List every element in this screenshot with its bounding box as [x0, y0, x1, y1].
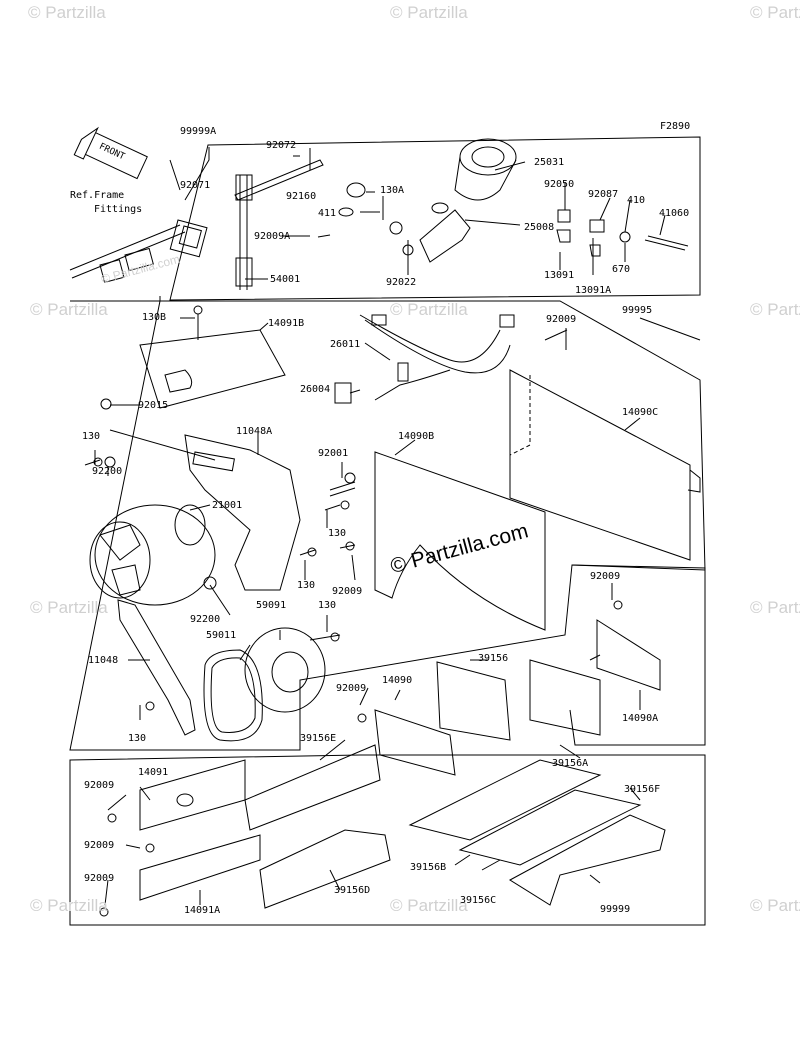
part-label[interactable]: 39156B	[410, 862, 447, 873]
watermark: © Partzilla	[390, 300, 468, 319]
part-label[interactable]: 130	[128, 733, 147, 744]
part-label[interactable]: 92009	[546, 314, 577, 325]
part-label[interactable]: 92009	[336, 683, 367, 694]
part-label[interactable]: 14090C	[622, 407, 659, 418]
front-arrow-icon	[73, 126, 148, 180]
part-label[interactable]: 92200	[92, 466, 123, 477]
part-label[interactable]: 14091B	[268, 318, 305, 329]
part-label[interactable]: 92200	[190, 614, 221, 625]
watermark: © Partzilla	[28, 3, 106, 22]
part-label[interactable]: 92009	[590, 571, 621, 582]
part-label[interactable]: 14090A	[622, 713, 659, 724]
part-label[interactable]: 92009A	[254, 231, 291, 242]
part-label[interactable]: 59011	[206, 630, 237, 641]
part-label[interactable]: 39156A	[552, 758, 589, 769]
part-label[interactable]: 25008	[524, 222, 555, 233]
part-label[interactable]: 21001	[212, 500, 243, 511]
part-label[interactable]: 130A	[380, 185, 405, 196]
part-label[interactable]: 11048A	[236, 426, 273, 437]
middle-panel-outline	[69, 296, 706, 751]
pulley-59091	[244, 627, 326, 713]
part-label[interactable]: 14090	[382, 675, 413, 686]
bracket-11048	[117, 599, 196, 736]
part-label[interactable]: 92050	[544, 179, 575, 190]
watermark: © Partzilla	[30, 598, 108, 617]
part-label[interactable]: 14091	[138, 767, 169, 778]
part-label[interactable]: 130	[318, 600, 337, 611]
watermark: © Partzilla	[30, 896, 108, 915]
part-label[interactable]: 11048	[88, 655, 119, 666]
watermark: © Partzilla	[750, 300, 800, 319]
part-label[interactable]: 99999A	[180, 126, 217, 137]
part-label[interactable]: 92009	[84, 840, 115, 851]
alternator-21001	[89, 504, 216, 606]
watermark: © Partzilla	[750, 598, 800, 617]
watermark: © Partzilla	[390, 3, 468, 22]
watermark: © Partzilla	[390, 896, 468, 915]
part-label[interactable]: 92071	[180, 180, 211, 191]
cover-14090B	[374, 451, 546, 631]
part-label[interactable]: 130	[297, 580, 316, 591]
part-label[interactable]: 92009	[332, 586, 363, 597]
bottom-panel-outline	[69, 754, 706, 926]
cover-14090C	[509, 369, 691, 561]
part-label[interactable]: 92001	[318, 448, 349, 459]
watermark: © Partzilla	[30, 300, 108, 319]
part-label[interactable]: 92015	[138, 400, 169, 411]
watermark: © Partzilla	[750, 3, 800, 22]
part-label[interactable]: 670	[612, 264, 631, 275]
top-panel-outline	[169, 136, 701, 301]
ref-note-line2: Fittings	[94, 204, 143, 215]
part-label[interactable]: 92022	[386, 277, 417, 288]
part-label[interactable]: 410	[627, 195, 646, 206]
part-label[interactable]: 39156C	[460, 895, 497, 906]
part-label[interactable]: 130	[328, 528, 347, 539]
plate-14091B	[139, 329, 286, 409]
part-label[interactable]: 130	[82, 431, 101, 442]
part-label[interactable]: 130B	[142, 312, 167, 323]
part-label[interactable]: 92009	[84, 780, 115, 791]
part-label[interactable]: 99995	[622, 305, 653, 316]
cover-14090A	[596, 619, 661, 691]
watermark: © Partzilla	[750, 896, 800, 915]
right-inset-outline	[569, 564, 706, 746]
ref-note-line1: Ref.Frame	[70, 190, 125, 201]
part-label[interactable]: 92072	[266, 140, 297, 151]
part-label[interactable]: 26011	[330, 339, 361, 350]
part-label[interactable]: 39156F	[624, 784, 661, 795]
part-label[interactable]: 92087	[588, 189, 619, 200]
part-label[interactable]: 92160	[286, 191, 317, 202]
part-label[interactable]: 411	[318, 208, 337, 219]
part-label[interactable]: 25031	[534, 157, 565, 168]
cover-14090	[374, 709, 456, 776]
part-label[interactable]: 14091A	[184, 905, 221, 916]
part-label[interactable]: 59091	[256, 600, 287, 611]
part-label[interactable]: 39156E	[300, 733, 337, 744]
part-label[interactable]: 41060	[659, 208, 690, 219]
part-label[interactable]: 39156D	[334, 885, 371, 896]
part-label[interactable]: 99999	[600, 904, 631, 915]
part-label[interactable]: 26004	[300, 384, 331, 395]
bracket-11048A	[184, 434, 301, 591]
part-label[interactable]: 39156	[478, 653, 509, 664]
part-label[interactable]: 14090B	[398, 431, 435, 442]
part-label[interactable]: 54001	[270, 274, 301, 285]
part-label[interactable]: 13091A	[575, 285, 612, 296]
part-label[interactable]: 13091	[544, 270, 575, 281]
part-label[interactable]: 92009	[84, 873, 115, 884]
figure-code: F2890	[660, 121, 691, 132]
